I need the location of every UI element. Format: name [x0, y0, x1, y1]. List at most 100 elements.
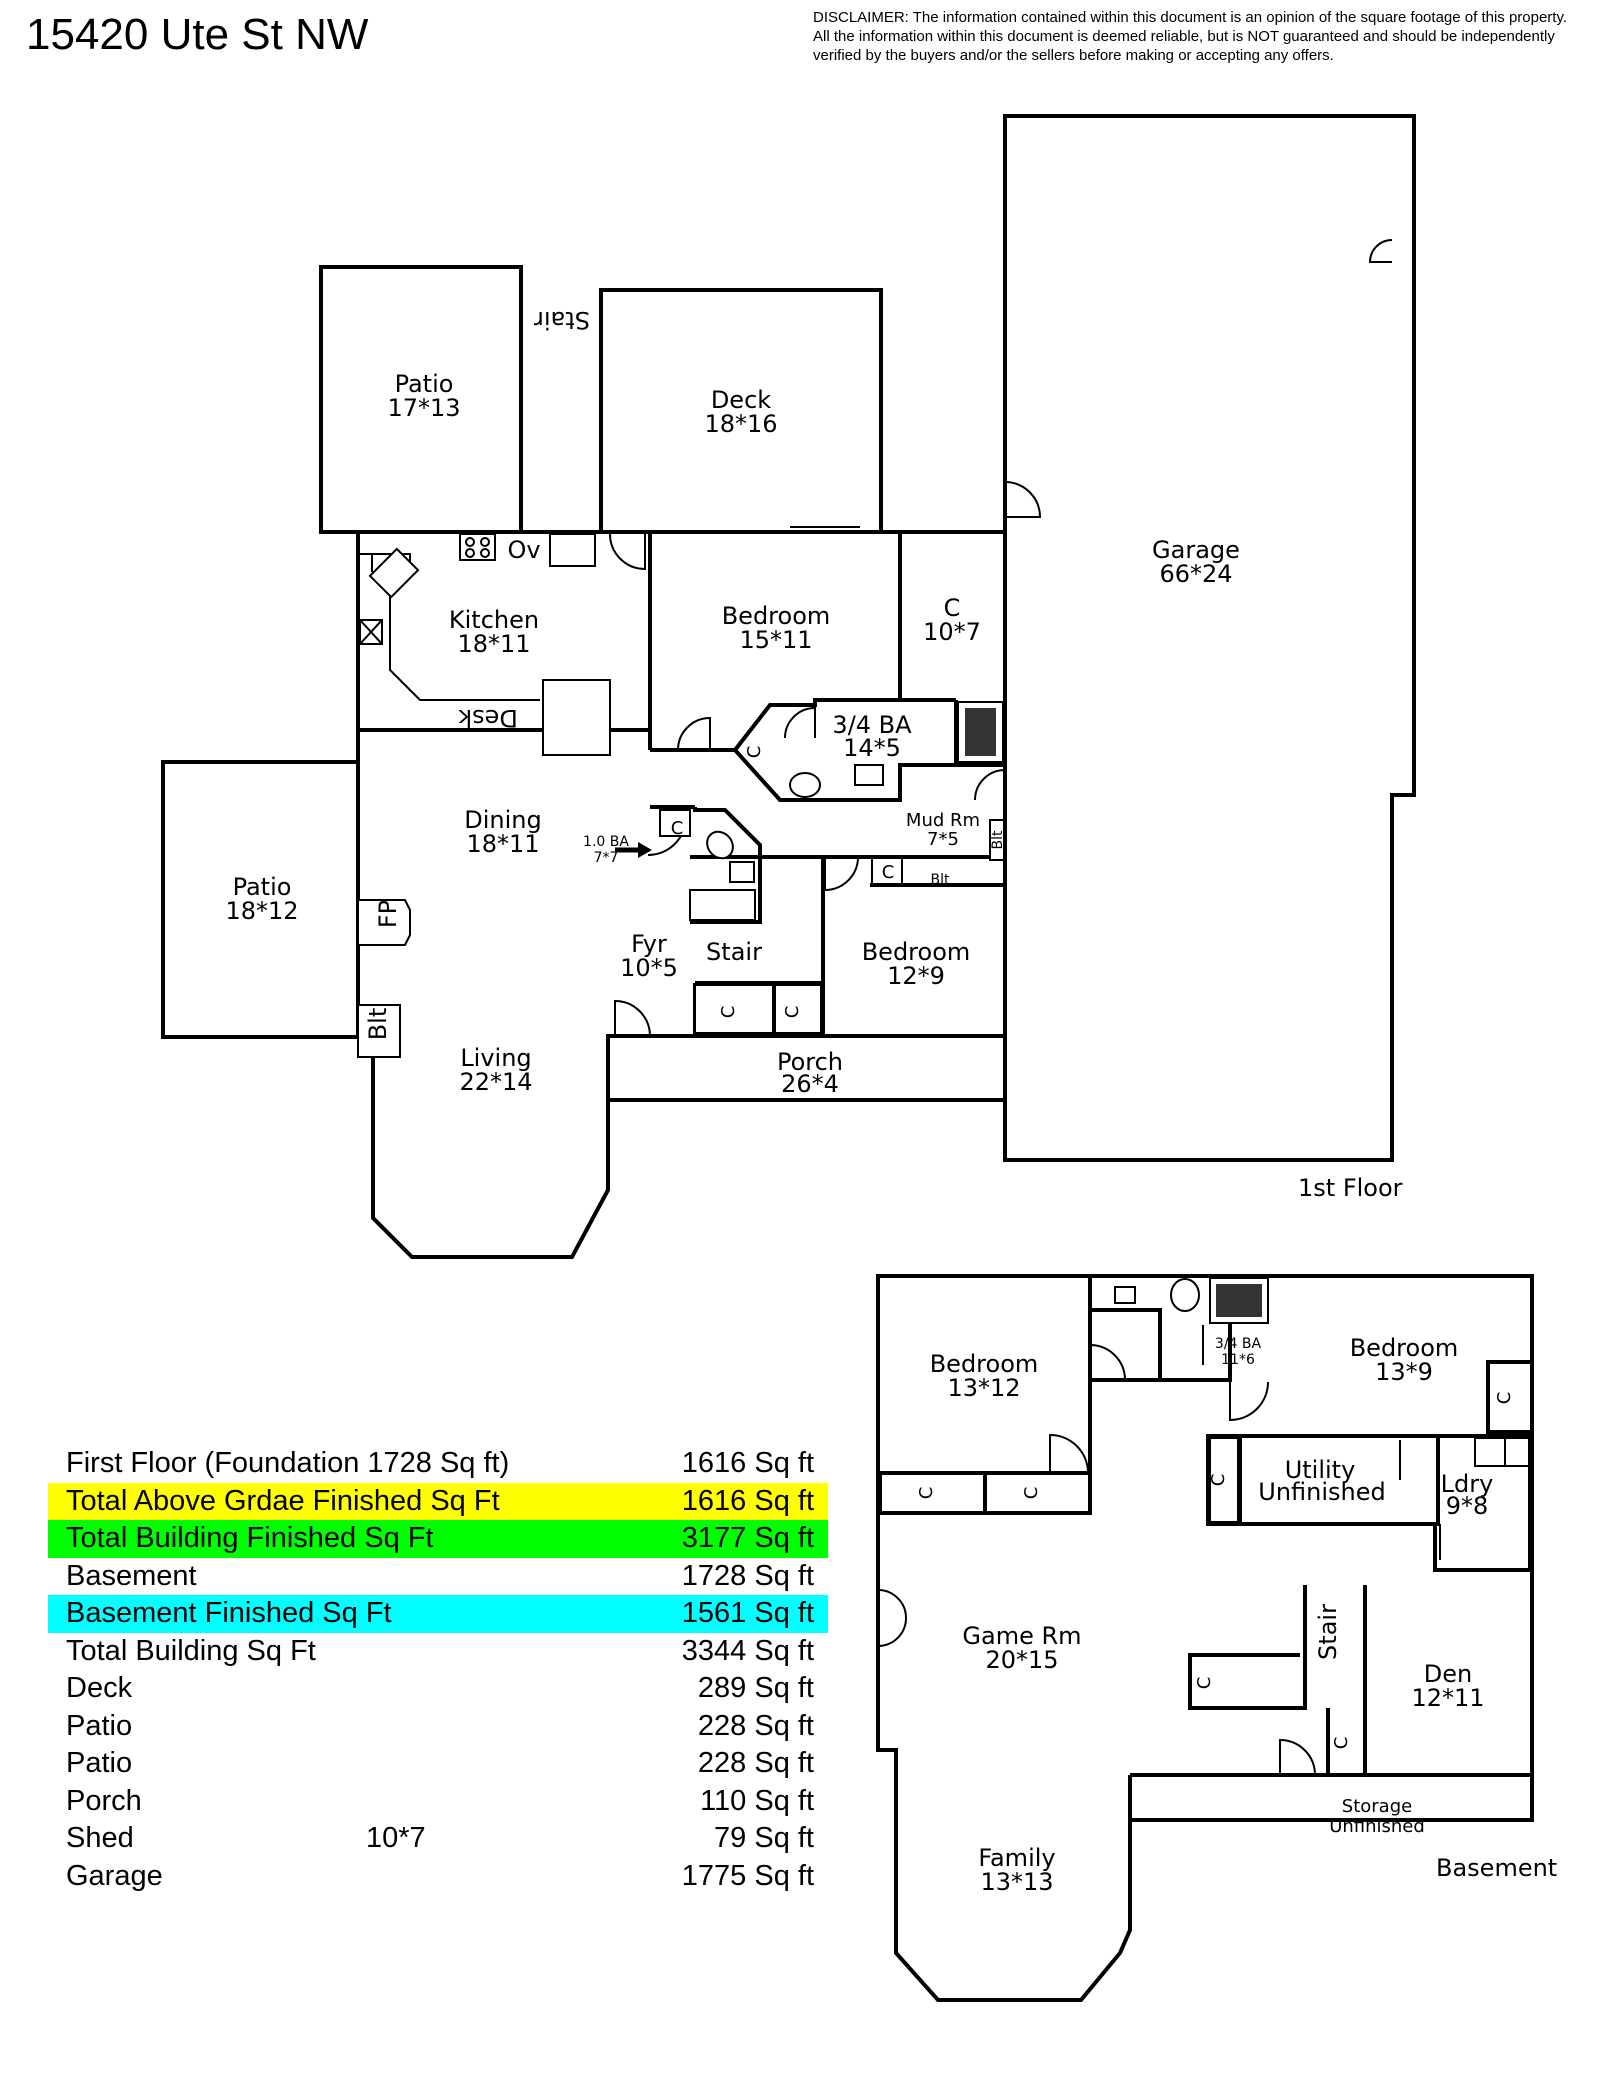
arrow-head-icon	[638, 842, 652, 858]
living-label: Living	[460, 1044, 531, 1072]
summary-dimension: 10*7	[366, 1822, 426, 1854]
summary-row: Porch 110 Sq ft	[48, 1783, 828, 1821]
washer-icon	[1474, 1437, 1506, 1467]
wall	[1090, 1308, 1162, 1380]
first-floor-plan: Patio 17*13 Deck 18*16 Stair Garage 66*2…	[161, 114, 1416, 1259]
page-title: 15420 Ute St NW	[26, 10, 369, 59]
closet-icon	[774, 984, 822, 1034]
den-label: Den	[1424, 1660, 1472, 1688]
patio-left-size: 18*12	[225, 897, 298, 925]
patio-left-label: Patio	[233, 873, 292, 901]
summary-label: Patio	[66, 1747, 133, 1779]
sink-icon	[854, 764, 884, 786]
summary-value: 79 Sq ft	[714, 1822, 814, 1854]
sink-icon	[368, 547, 420, 599]
summary-value: 1728 Sq ft	[681, 1559, 814, 1592]
summary-row: Basement 1728 Sq ft	[48, 1558, 828, 1596]
summary-label: Total Building Sq Ft	[66, 1634, 316, 1667]
closet-mark: C	[1331, 1737, 1352, 1750]
closet-mark: C	[671, 818, 684, 839]
closet-walls	[983, 1471, 1092, 1515]
summary-label: Garage	[66, 1859, 163, 1892]
bsmt-bath34-label: 3/4 BA	[1215, 1336, 1262, 1352]
summary-label: Basement	[66, 1559, 197, 1592]
fireplace-icon	[357, 899, 411, 946]
door-swing	[1049, 1433, 1089, 1474]
stair2-label: Stair	[706, 938, 762, 966]
bsmt-bedroom1-label: Bedroom	[930, 1350, 1039, 1378]
desk-label: Desk	[458, 704, 518, 732]
patio-top-label: Patio	[395, 370, 454, 398]
deck-size: 18*16	[704, 410, 777, 438]
toilet-icon	[789, 772, 821, 798]
summary-value: 3177 Sq ft	[681, 1522, 814, 1554]
bedroom2-size: 12*9	[887, 962, 945, 990]
summary-value: 3344 Sq ft	[681, 1634, 814, 1667]
utility-note: Unfinished	[1258, 1478, 1386, 1506]
closet-icon	[1209, 1437, 1239, 1523]
closet-walls	[1486, 1360, 1534, 1434]
summary-row: First Floor (Foundation 1728 Sq ft)1616 …	[48, 1445, 828, 1483]
builtin-icon	[357, 1004, 401, 1058]
basement-outline	[876, 1274, 1534, 2002]
living-size: 22*14	[459, 1068, 532, 1096]
disclaimer-line: All the information within this document…	[813, 28, 1555, 45]
door-swing	[1229, 1381, 1269, 1422]
door-swing	[1089, 1343, 1126, 1381]
door-swing	[784, 706, 816, 739]
wall	[733, 748, 956, 802]
window-cross	[359, 619, 383, 645]
summary-row: Deck 289 Sq ft	[48, 1670, 828, 1708]
laundry-label: Ldry	[1441, 1470, 1494, 1498]
summary-value: 1561 Sq ft	[681, 1597, 814, 1629]
disclaimer: DISCLAIMER: The information contained wi…	[813, 8, 1603, 65]
bath34-size: 14*5	[843, 734, 901, 762]
toilet-icon	[706, 830, 734, 860]
utility-label: Utility	[1285, 1456, 1356, 1484]
shower-grid-icon	[965, 708, 996, 756]
summary-label: Patio	[66, 1709, 133, 1742]
summary-label: Basement Finished Sq Ft	[66, 1597, 392, 1629]
summary-label: Porch	[66, 1784, 142, 1817]
storage-note: Unfinished	[1329, 1816, 1425, 1837]
utility-walls	[1206, 1434, 1440, 1526]
fyr-label: Fyr	[631, 930, 667, 958]
closet1-label: C	[944, 594, 961, 622]
porch-label: Porch	[777, 1048, 843, 1076]
door-swing	[1279, 1738, 1316, 1776]
garage-label: Garage	[1152, 536, 1240, 564]
closet-icon	[694, 984, 774, 1034]
bsmt-stair-label: Stair	[1314, 1604, 1342, 1660]
door-swing	[609, 533, 646, 571]
wall	[733, 698, 956, 752]
laundry-size: 9*8	[1446, 1492, 1489, 1520]
kitchen-label: Kitchen	[449, 606, 539, 634]
bedroom1-label: Bedroom	[722, 602, 831, 630]
summary-value: 289 Sq ft	[697, 1672, 814, 1704]
burner-icon	[465, 537, 475, 547]
summary-label: First Floor (Foundation 1728 Sq ft)	[66, 1447, 510, 1479]
bedroom2-label: Bedroom	[862, 938, 971, 966]
mudrm-size: 7*5	[927, 829, 959, 850]
wall	[690, 807, 762, 924]
door-swing	[824, 856, 859, 892]
square-footage-summary: First Floor (Foundation 1728 Sq ft) 1616 …	[48, 1445, 828, 1895]
summary-label: Deck	[66, 1672, 133, 1704]
disclaimer-line: DISCLAIMER: The information contained wi…	[813, 9, 1568, 26]
builtin-label: Blt	[364, 1008, 392, 1041]
summary-value: 228 Sq ft	[697, 1747, 814, 1779]
bedroom1-size: 15*11	[739, 626, 812, 654]
summary-value: 110 Sq ft	[700, 1784, 814, 1817]
den-size: 12*11	[1411, 1684, 1484, 1712]
bsmt-bath34-size: 11*6	[1221, 1352, 1255, 1368]
summary-value: 1616 Sq ft	[681, 1484, 814, 1517]
dining-label: Dining	[464, 806, 541, 834]
closet-mark: C	[1208, 1474, 1229, 1487]
kitchen-island	[542, 679, 611, 756]
porch-outline	[606, 1034, 1007, 1102]
toilet-icon	[1170, 1278, 1200, 1312]
